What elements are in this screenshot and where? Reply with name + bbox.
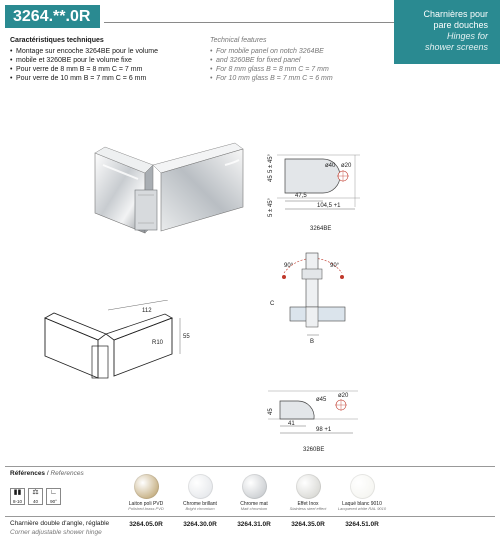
table-divider <box>5 516 495 517</box>
references-divider <box>5 466 495 467</box>
finish-name-fr: Chrome mat <box>240 501 268 507</box>
dim-angle-right: 90° <box>330 263 340 269</box>
features-en-title: Technical features <box>210 37 267 44</box>
reference-code: 3264.30.0R <box>183 521 217 528</box>
finish-swatch <box>134 474 159 499</box>
dim-c: C <box>270 301 275 307</box>
model-title-box: 3264.**.0R <box>5 5 100 28</box>
glass-thickness-icon: ▮▮ 8-10 <box>10 488 25 505</box>
features-fr: Caractéristiques techniques Montage sur … <box>10 36 205 83</box>
features-fr-title: Caractéristiques techniques <box>10 37 104 44</box>
dim-5-45-top: 5 ± 45° <box>268 153 274 173</box>
category-fr-line2: pare douches <box>433 20 488 30</box>
features-fr-item: Pour verre de 8 mm B = 8 mm C = 7 mm <box>10 65 205 74</box>
dim-5-45-bottom: 5 ± 45° <box>268 197 274 217</box>
reference-code: 3264.31.0R <box>237 521 271 528</box>
finish-name-en: Bright chromium <box>185 506 215 511</box>
dim-41: 41 <box>288 421 295 427</box>
dim-d45: ø45 <box>316 397 327 403</box>
category-fr-line1: Charnières pour <box>423 9 488 19</box>
references-title-fr: Références <box>10 470 46 477</box>
finish-name-fr: Effet Inox <box>297 501 319 507</box>
features-fr-item: Pour verre de 10 mm B = 7 mm C = 6 mm <box>10 74 205 83</box>
angle-icon: ∟ 90° <box>46 488 61 505</box>
weight-icon: ⚖ 40 <box>28 488 43 505</box>
references-title: Références / References <box>10 470 84 477</box>
references-title-en: References <box>50 470 84 477</box>
finish-swatch <box>350 474 375 499</box>
header-rule <box>104 22 394 23</box>
glass-thickness-value: 8-10 <box>12 499 22 504</box>
hinge-photo <box>94 142 244 234</box>
drawing-3260be: 45 ø45 ø20 41 98 +1 3260BE <box>268 390 358 453</box>
category-en-line1: Hinges for <box>446 31 488 41</box>
category-box: Charnières pour pare douches Hinges for … <box>394 0 500 64</box>
finish-name-fr: Laiton poli PVD <box>128 501 164 507</box>
dim-112: 112 <box>142 308 152 314</box>
finish-name-fr: Laqué blanc 9010 <box>342 501 382 507</box>
drawing-line-hinge: 112 55 R10 <box>44 300 190 379</box>
model-title: 3264.**.0R <box>13 8 91 25</box>
features-fr-item: Montage sur encoche 3264BE pour le volum… <box>10 47 205 56</box>
category-en-line2: shower screens <box>424 42 488 52</box>
finish-name-en: Matt chromium <box>240 506 268 511</box>
dim-55: 55 <box>183 334 190 340</box>
features-en: Technical features For mobile panel on n… <box>210 36 390 83</box>
features-en-item: and 3260BE for fixed panel <box>210 56 390 65</box>
dim-98: 98 +1 <box>316 427 332 433</box>
finish-name-en: Polished brass PVD <box>128 506 164 511</box>
features-en-item: For 10 mm glass B = 7 mm C = 6 mm <box>210 74 390 83</box>
finish-name-en: Lacquered white RAL 9010 <box>337 506 387 511</box>
dim-d20-bottom: ø20 <box>338 393 349 399</box>
finish-swatch <box>242 474 267 499</box>
product-name-en: Corner adjustable shower hinge <box>10 529 102 536</box>
finish-swatch <box>188 474 213 499</box>
dim-47-5: 47,5 <box>295 193 307 199</box>
dim-45-bottom: 45 <box>268 408 274 415</box>
finish-name-fr: Chrome brillant <box>183 501 217 507</box>
dim-45: 45 <box>268 175 274 182</box>
drawing-angle: 90° 90° C B <box>270 252 346 345</box>
features-fr-item: mobile et 3260BE pour le volume fixe <box>10 56 205 65</box>
angle-value: 90° <box>50 499 57 504</box>
reference-code: 3264.51.0R <box>345 521 379 528</box>
features-en-item: For 8 mm glass B = 8 mm C = 7 mm <box>210 65 390 74</box>
product-name-fr: Charnière double d'angle, réglable <box>10 520 110 527</box>
finish-swatch <box>296 474 321 499</box>
dim-r10: R10 <box>152 340 164 346</box>
drawing-3264be: 5 ± 45° 45 5 ± 45° ø40 ø20 47,5 104,5 +1… <box>268 153 360 232</box>
features-en-item: For mobile panel on notch 3264BE <box>210 47 390 56</box>
dim-b: B <box>310 339 314 345</box>
dim-104-5: 104,5 +1 <box>317 203 341 209</box>
dim-d20: ø20 <box>341 163 352 169</box>
reference-code: 3264.05.0R <box>129 521 163 528</box>
caption-3264be: 3264BE <box>310 226 331 232</box>
dim-angle-left: 90° <box>284 263 294 269</box>
weight-value: 40 <box>32 499 38 504</box>
dim-d40: ø40 <box>325 163 336 169</box>
finish-name-en: Stainless steel effect <box>289 506 327 511</box>
reference-code: 3264.35.0R <box>291 521 325 528</box>
caption-3260be: 3260BE <box>303 447 324 453</box>
